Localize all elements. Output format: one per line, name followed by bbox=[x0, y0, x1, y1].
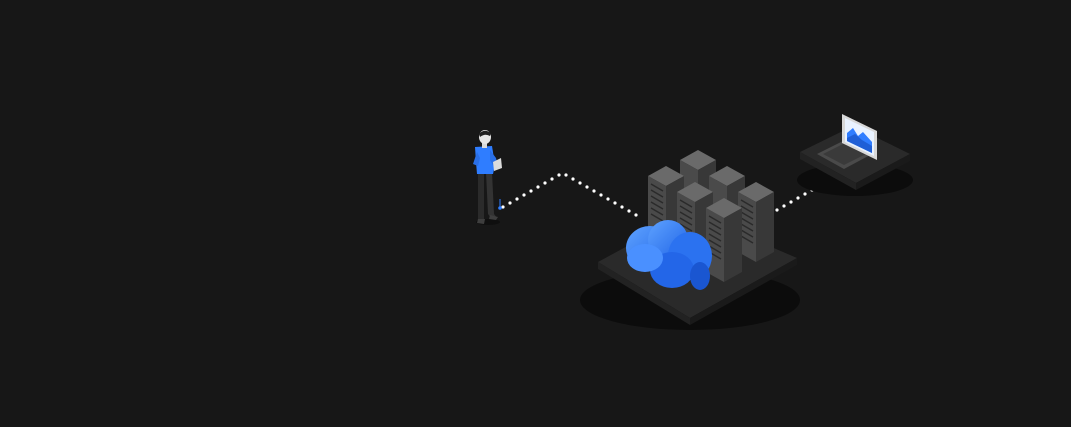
person-with-tablet-icon bbox=[473, 130, 502, 225]
laptop-chart-icon bbox=[817, 114, 877, 169]
server-rack-icon bbox=[648, 150, 774, 282]
connection-dots-left bbox=[501, 173, 638, 217]
server-rack bbox=[738, 182, 774, 262]
server-rack bbox=[706, 198, 742, 282]
cloud-icon bbox=[626, 220, 712, 290]
